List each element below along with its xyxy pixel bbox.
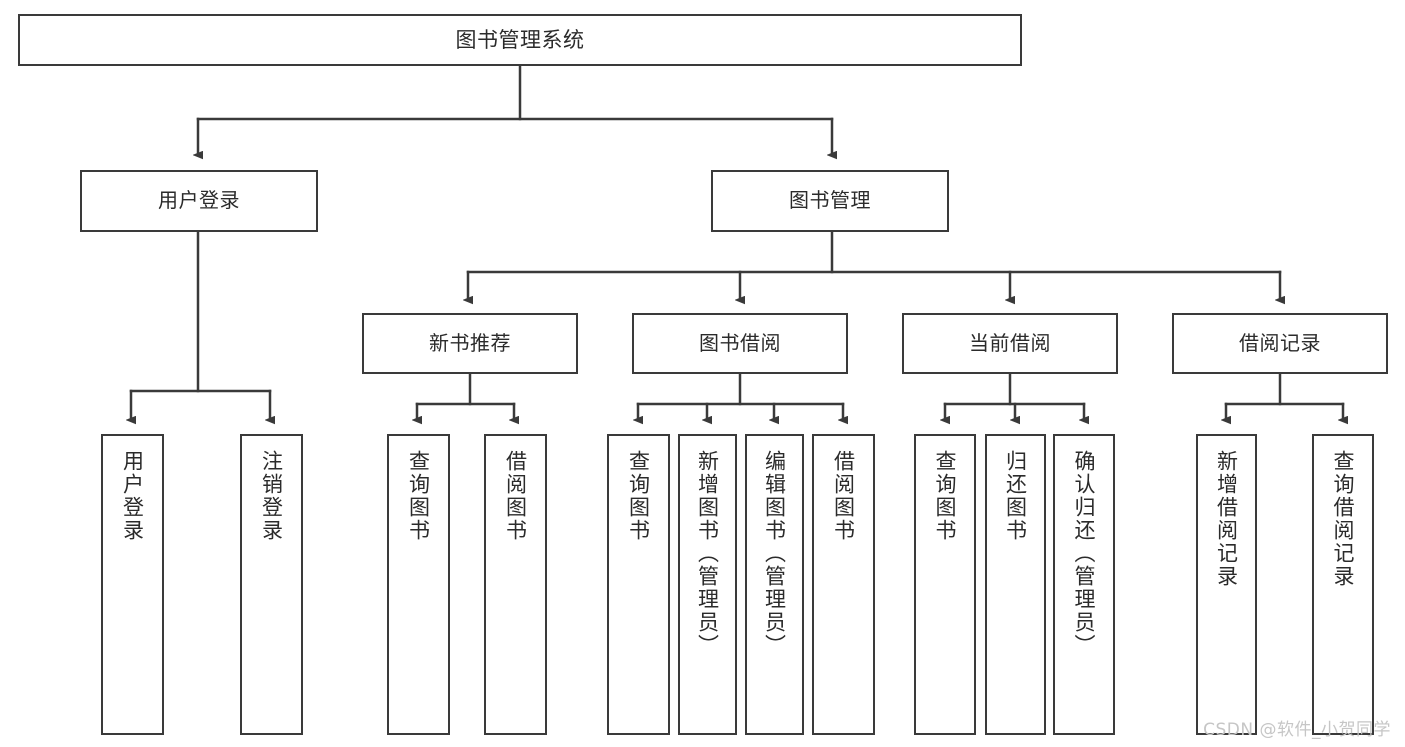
node-label: 查询借阅记录: [1331, 450, 1356, 588]
node-user-login[interactable]: 用户登录: [80, 170, 318, 232]
node-label: 查询图书: [626, 450, 651, 542]
node-label: 新增图书（管理员）: [695, 450, 720, 657]
node-label: 借阅图书: [831, 450, 856, 542]
leaf-query-book-borrow[interactable]: 查询图书: [607, 434, 670, 735]
node-label: 图书借阅: [699, 330, 781, 355]
node-label: 图书管理系统: [455, 27, 585, 52]
node-label: 查询图书: [933, 450, 958, 542]
node-label: 用户登录: [158, 188, 240, 213]
leaf-return-book[interactable]: 归还图书: [985, 434, 1046, 735]
node-book-management[interactable]: 图书管理: [711, 170, 949, 232]
node-new-book-recommend[interactable]: 新书推荐: [362, 313, 578, 374]
node-label: 借阅记录: [1239, 330, 1321, 355]
node-label: 当前借阅: [969, 330, 1051, 355]
node-borrow-record[interactable]: 借阅记录: [1172, 313, 1388, 374]
node-root-system[interactable]: 图书管理系统: [18, 14, 1022, 66]
node-label: 编辑图书（管理员）: [762, 450, 787, 657]
node-label: 新书推荐: [429, 330, 511, 355]
node-label: 图书管理: [789, 188, 871, 213]
leaf-query-book-current[interactable]: 查询图书: [914, 434, 976, 735]
node-label: 归还图书: [1003, 450, 1028, 542]
leaf-query-borrow-record[interactable]: 查询借阅记录: [1312, 434, 1374, 735]
node-label: 注销登录: [259, 450, 284, 542]
leaf-logout[interactable]: 注销登录: [240, 434, 303, 735]
node-label: 确认归还（管理员）: [1072, 450, 1097, 657]
leaf-borrow-book-borrow[interactable]: 借阅图书: [812, 434, 875, 735]
leaf-confirm-return-admin[interactable]: 确认归还（管理员）: [1053, 434, 1115, 735]
node-label: 新增借阅记录: [1214, 450, 1239, 588]
leaf-add-book-admin[interactable]: 新增图书（管理员）: [678, 434, 737, 735]
node-label: 借阅图书: [503, 450, 528, 542]
csdn-watermark: CSDN @软件_小贺同学: [1203, 720, 1391, 740]
node-label: 用户登录: [120, 450, 145, 542]
node-book-borrow[interactable]: 图书借阅: [632, 313, 848, 374]
leaf-user-login[interactable]: 用户登录: [101, 434, 164, 735]
leaf-add-borrow-record[interactable]: 新增借阅记录: [1196, 434, 1257, 735]
leaf-borrow-book-newbook[interactable]: 借阅图书: [484, 434, 547, 735]
node-current-borrow[interactable]: 当前借阅: [902, 313, 1118, 374]
leaf-edit-book-admin[interactable]: 编辑图书（管理员）: [745, 434, 804, 735]
node-label: 查询图书: [406, 450, 431, 542]
leaf-query-book-newbook[interactable]: 查询图书: [387, 434, 450, 735]
